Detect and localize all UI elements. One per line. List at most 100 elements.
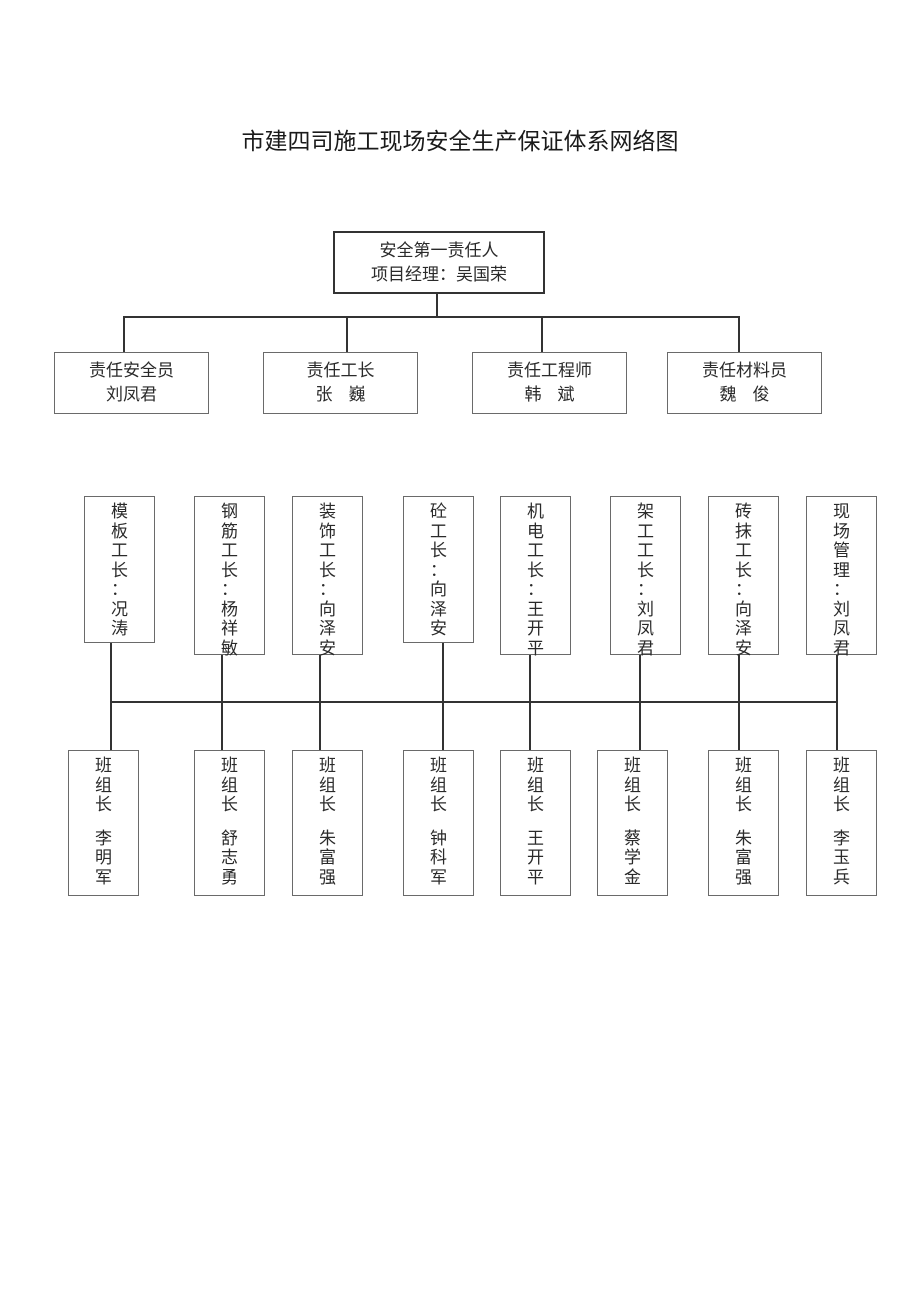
char: 凤 <box>637 619 654 639</box>
team-leader-role: 班组长 <box>526 756 546 816</box>
foreman-person: 王开平 <box>526 599 546 660</box>
foreman-box: 装饰工长：向泽安 <box>292 496 363 658</box>
char: 长 <box>430 541 447 561</box>
char: 长 <box>221 795 238 815</box>
char: 朱 <box>735 828 752 849</box>
char: 班 <box>833 756 850 776</box>
foreman-role: 现场管理： <box>832 502 852 601</box>
team-leader-person: 王开平 <box>526 828 546 889</box>
char: 强 <box>735 867 752 888</box>
connector-level2-1 <box>123 316 125 352</box>
char: 王 <box>527 828 544 849</box>
foreman-role: 砼工长： <box>429 502 449 581</box>
team-leader-person: 李明军 <box>94 829 114 889</box>
char: 王 <box>527 599 544 620</box>
char: 场 <box>833 521 850 542</box>
char: 强 <box>319 867 336 888</box>
char: 长 <box>95 795 112 815</box>
top-responsible-box: 安全第一责任人 项目经理：吴国荣 <box>333 231 545 294</box>
char: ： <box>833 580 850 600</box>
connector-top-down <box>436 293 438 318</box>
char: 工 <box>221 541 238 561</box>
level2-person: 韩斌 <box>524 385 591 405</box>
team-leader-role: 班组长 <box>429 756 449 816</box>
level2-role: 责任材料员 <box>702 361 787 381</box>
char: 舒 <box>221 828 238 849</box>
char: 军 <box>95 867 112 888</box>
team-leader-box: 班组长王开平 <box>500 750 571 896</box>
char: 涛 <box>111 619 128 639</box>
page-title: 市建四司施工现场安全生产保证体系网络图 <box>241 129 679 155</box>
char: 安 <box>430 619 447 639</box>
char: 筋 <box>221 521 238 542</box>
char: 班 <box>221 756 238 776</box>
char: 平 <box>527 638 544 659</box>
level2-person: 刘凤君 <box>106 385 157 405</box>
foreman-role: 装饰工长： <box>318 502 338 601</box>
char: 长 <box>430 795 447 815</box>
char: 长 <box>221 560 238 581</box>
char: 勇 <box>221 867 238 888</box>
char: 班 <box>735 756 752 776</box>
char: 组 <box>735 775 752 796</box>
char: 钟 <box>430 828 447 849</box>
char: 泽 <box>735 619 752 639</box>
char: 电 <box>527 521 544 542</box>
char: 向 <box>430 580 447 600</box>
char: 科 <box>430 848 447 868</box>
foreman-person: 向泽安 <box>318 600 338 660</box>
foreman-box: 砼工长：向泽安 <box>403 496 474 643</box>
char: 刘 <box>637 599 654 620</box>
char: ： <box>111 580 128 600</box>
team-leader-person: 朱富强 <box>734 828 754 889</box>
char: 长 <box>527 560 544 581</box>
char: 安 <box>319 638 336 659</box>
foreman-box: 机电工长：王开平 <box>500 496 571 658</box>
char: 组 <box>319 775 336 796</box>
char: 玉 <box>833 848 850 868</box>
char: 工 <box>735 541 752 561</box>
level2-box-foreman: 责任工长 张巍 <box>263 352 418 414</box>
char: 长 <box>637 560 654 581</box>
level2-role: 责任安全员 <box>89 361 174 381</box>
char: ： <box>430 560 447 581</box>
foreman-person: 杨祥敏 <box>220 600 240 660</box>
char: 朱 <box>319 828 336 849</box>
char: ： <box>527 580 544 600</box>
char: 组 <box>833 775 850 796</box>
char: ： <box>735 580 752 600</box>
team-leader-person: 蔡学金 <box>623 828 643 889</box>
char: 班 <box>95 756 112 776</box>
char: 工 <box>430 521 447 542</box>
foreman-box: 现场管理：刘凤君 <box>806 496 877 658</box>
char: ： <box>637 580 654 600</box>
char: 管 <box>833 541 850 561</box>
connector-level2-bus <box>123 316 740 318</box>
char: 富 <box>735 848 752 868</box>
connector-level2-3 <box>541 316 543 352</box>
char: 组 <box>624 775 641 796</box>
char: 平 <box>527 867 544 888</box>
char: 工 <box>527 541 544 561</box>
connector-foreman-down <box>442 643 444 750</box>
team-leader-box: 班组长李玉兵 <box>806 750 877 896</box>
char: 泽 <box>430 599 447 620</box>
team-leader-role: 班组长 <box>318 756 338 816</box>
char: 安 <box>735 638 752 659</box>
char: 装 <box>319 502 336 522</box>
char: 明 <box>95 848 112 868</box>
foreman-role: 机电工长： <box>526 502 546 601</box>
top-person: 项目经理：吴国荣 <box>371 264 507 285</box>
char: 组 <box>527 775 544 796</box>
team-leader-box: 班组长朱富强 <box>708 750 779 896</box>
team-leader-role: 班组长 <box>832 756 852 816</box>
char: 工 <box>319 541 336 561</box>
char: 蔡 <box>624 828 641 849</box>
team-leader-box: 班组长舒志勇 <box>194 750 265 896</box>
level2-role: 责任工程师 <box>507 361 592 381</box>
level2-box-materials: 责任材料员 魏俊 <box>667 352 822 414</box>
team-leader-box: 班组长蔡学金 <box>597 750 668 896</box>
connector-level2-4 <box>738 316 740 352</box>
char: 班 <box>319 756 336 776</box>
char: 君 <box>637 638 654 659</box>
